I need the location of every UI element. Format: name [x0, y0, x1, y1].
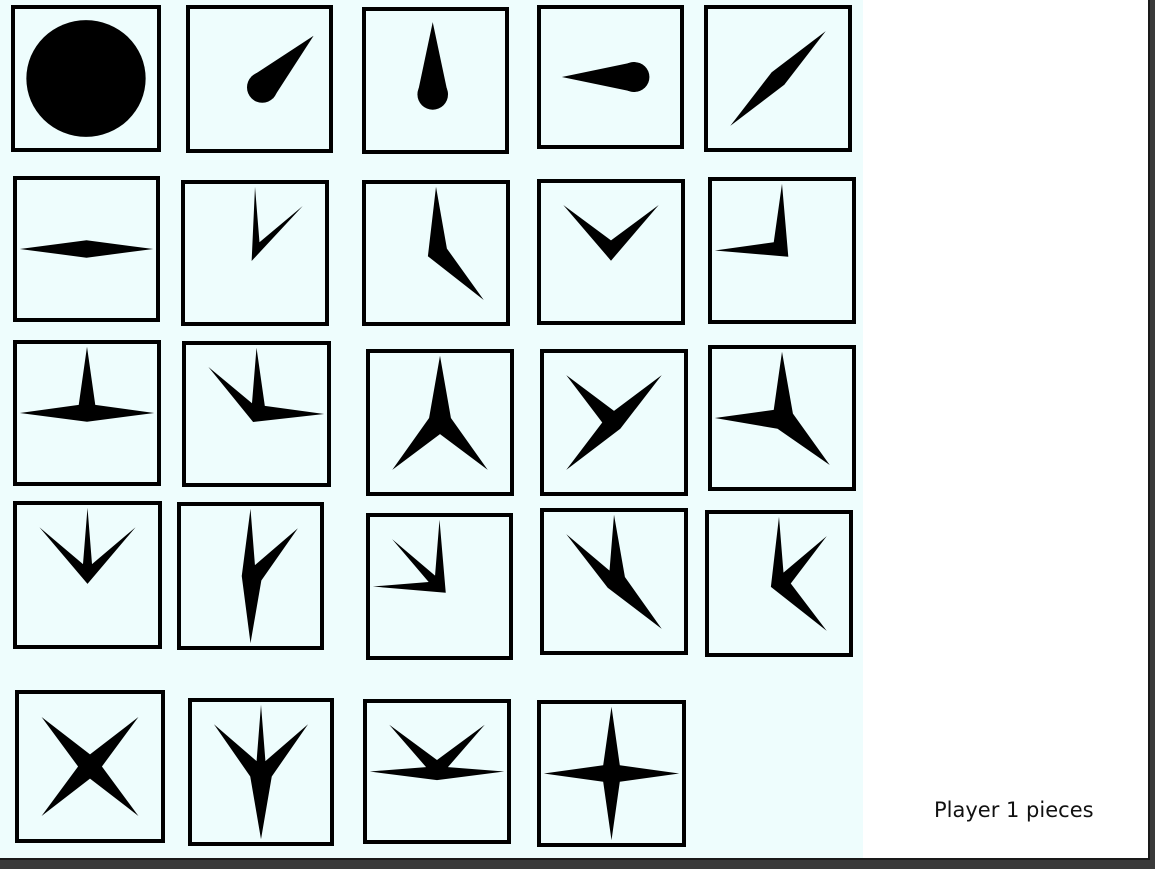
piece-3-arms-nw-n-se[interactable] [540, 508, 688, 655]
piece-2-arms-ne-sw[interactable] [704, 5, 852, 152]
piece-1-arm-w-glyph [561, 62, 650, 92]
piece-3-arms-w-n-se-glyph [714, 351, 830, 466]
piece-2-arms-n-se-glyph [427, 186, 484, 301]
piece-disc-glyph [26, 20, 146, 137]
piece-2-arms-e-w-glyph [19, 240, 154, 258]
piece-3-arms-nw-n-e[interactable] [182, 341, 331, 487]
piece-3-arms-nw-ne-sw-glyph [566, 375, 662, 470]
piece-4-arms-plus[interactable] [537, 700, 686, 847]
piece-2-arms-nw-ne-glyph [563, 204, 659, 261]
piece-1-arm-n[interactable] [362, 7, 509, 154]
piece-4-arms-x[interactable] [15, 690, 165, 843]
piece-board [0, 0, 863, 858]
piece-3-arms-nw-ne-sw[interactable] [540, 349, 688, 496]
piece-4-arms-nw-ne-w-e[interactable] [363, 699, 511, 844]
piece-2-arms-n-se[interactable] [362, 180, 510, 326]
piece-1-arm-w[interactable] [537, 5, 684, 149]
piece-2-arms-n-ne[interactable] [181, 180, 329, 326]
piece-4-arms-plus-glyph [543, 706, 680, 841]
piece-4-arms-nw-n-ne-s[interactable] [188, 698, 334, 846]
piece-3-arms-n-ne-s[interactable] [177, 502, 324, 650]
piece-3-arms-nw-n-w-glyph [372, 519, 446, 593]
piece-1-arm-n-glyph [417, 22, 449, 110]
piece-2-arms-nw-ne[interactable] [537, 179, 685, 325]
player-label: Player 1 pieces [934, 798, 1094, 822]
piece-3-arms-n-sw-se-glyph [392, 355, 488, 470]
piece-3-arms-w-n-e[interactable] [13, 340, 161, 486]
piece-3-arms-w-n-se[interactable] [708, 345, 856, 491]
piece-4-arms-nw-n-ne-s-glyph [213, 704, 309, 840]
piece-3-arms-nw-n-se-glyph [566, 514, 662, 629]
piece-1-arm-ne[interactable] [186, 5, 333, 153]
piece-3-arms-n-ne-se-glyph [770, 516, 827, 631]
piece-3-arms-n-sw-se[interactable] [366, 349, 514, 496]
piece-4-arms-nw-ne-w-e-glyph [369, 724, 505, 781]
piece-2-arms-ne-sw-glyph [730, 31, 826, 126]
piece-3-arms-nw-n-e-glyph [208, 347, 325, 423]
piece-2-arms-e-w[interactable] [13, 176, 160, 322]
piece-2-arms-n-w-glyph [714, 183, 789, 257]
piece-4-arms-x-glyph [41, 717, 139, 816]
piece-3-arms-n-ne-se[interactable] [705, 510, 853, 657]
piece-3-arms-n-ne-s-glyph [241, 508, 298, 644]
piece-3-arms-w-n-e-glyph [19, 346, 155, 422]
piece-disc[interactable] [11, 5, 161, 152]
piece-2-arms-n-ne-glyph [251, 186, 303, 262]
piece-1-arm-ne-glyph [246, 35, 314, 103]
piece-3-arms-nw-n-w[interactable] [366, 513, 513, 660]
piece-3-arms-nw-n-ne[interactable] [13, 501, 162, 649]
piece-3-arms-nw-n-ne-glyph [39, 507, 136, 584]
piece-2-arms-n-w[interactable] [708, 177, 856, 324]
